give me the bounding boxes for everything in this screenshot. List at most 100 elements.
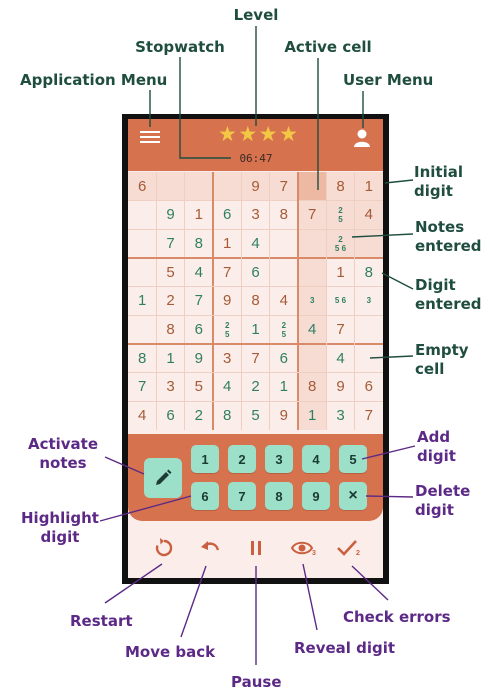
entered-digit-cell[interactable]: 6	[222, 206, 232, 224]
entered-digit-cell[interactable]: 2	[194, 407, 203, 425]
entered-digit-cell[interactable]: 1	[251, 321, 260, 339]
entered-digit-cell[interactable]: 7	[194, 292, 203, 310]
initial-digit-cell[interactable]: 9	[279, 407, 288, 425]
entered-digit-cell[interactable]: 2	[251, 378, 260, 396]
initial-digit-cell[interactable]: 3	[222, 349, 232, 367]
delete-key[interactable]: ×	[339, 482, 367, 510]
empty-cell[interactable]	[298, 258, 327, 287]
digit-key-4[interactable]: 4	[302, 445, 330, 473]
notes-cell[interactable]: 3	[298, 286, 327, 316]
empty-cell[interactable]	[355, 344, 383, 373]
entered-digit-cell[interactable]: 6	[279, 349, 288, 367]
entered-digit-cell[interactable]: 4	[251, 235, 260, 253]
empty-cell[interactable]	[128, 201, 156, 230]
empty-cell[interactable]	[128, 315, 156, 344]
digit-key-2[interactable]: 2	[228, 445, 256, 473]
notes-cell[interactable]: 2 5	[224, 320, 230, 339]
notes-cell[interactable]: 3	[366, 296, 372, 306]
initial-digit-cell[interactable]: 1	[222, 235, 232, 253]
notes-toggle-button[interactable]	[144, 458, 182, 498]
initial-digit-cell[interactable]: 5	[194, 378, 203, 396]
empty-cell[interactable]	[270, 229, 298, 258]
notes-cell[interactable]: 2 5	[281, 320, 287, 339]
initial-digit-cell[interactable]: 6	[364, 378, 373, 396]
initial-digit-cell[interactable]: 4	[279, 292, 288, 310]
digit-key-5[interactable]: 5	[339, 445, 367, 473]
empty-cell[interactable]	[355, 315, 383, 344]
entered-digit-cell[interactable]: 9	[166, 206, 175, 224]
reveal-digit-button[interactable]: 3	[289, 535, 316, 561]
initial-digit-cell[interactable]: 7	[269, 172, 298, 201]
user-icon[interactable]	[353, 128, 371, 148]
empty-cell[interactable]	[298, 229, 327, 258]
empty-cell[interactable]	[156, 172, 185, 201]
entered-digit-cell[interactable]: 1	[279, 378, 288, 396]
initial-digit-cell[interactable]: 1	[194, 206, 203, 224]
empty-cell[interactable]	[213, 172, 242, 201]
pause-icon	[251, 541, 261, 555]
entered-digit-cell[interactable]: 7	[137, 378, 147, 396]
initial-digit-cell[interactable]: 8	[279, 206, 288, 224]
initial-digit-cell[interactable]: 4	[137, 407, 147, 425]
entered-digit-cell[interactable]: 3	[336, 407, 345, 425]
entered-digit-cell[interactable]: 9	[194, 349, 203, 367]
initial-digit-cell[interactable]: 7	[364, 407, 373, 425]
initial-digit-cell[interactable]: 4	[354, 200, 383, 230]
entered-digit-cell[interactable]: 1	[298, 401, 327, 430]
entered-digit-cell[interactable]: 8	[222, 407, 232, 425]
entered-digit-cell[interactable]: 5	[251, 407, 260, 425]
empty-cell[interactable]	[184, 172, 213, 201]
initial-digit-cell[interactable]: 9	[241, 172, 270, 201]
initial-digit-cell[interactable]: 5	[166, 263, 175, 281]
notes-cell[interactable]: 2 5 6	[326, 229, 355, 258]
notes-cell[interactable]: 5 6	[334, 296, 347, 306]
hamburger-icon[interactable]	[140, 128, 160, 146]
move-back-button[interactable]	[197, 535, 223, 561]
entered-digit-cell[interactable]: 4	[222, 378, 232, 396]
initial-digit-cell[interactable]: 3	[166, 378, 175, 396]
initial-digit-cell[interactable]: 3	[251, 206, 260, 224]
initial-digit-cell[interactable]: 1	[336, 263, 345, 281]
initial-digit-cell[interactable]: 7	[336, 321, 345, 339]
entered-digit-cell[interactable]: 1	[137, 292, 147, 310]
empty-cell[interactable]	[270, 258, 298, 287]
empty-cell[interactable]	[298, 344, 327, 373]
entered-digit-cell[interactable]: 8	[194, 235, 203, 253]
empty-cell[interactable]	[298, 172, 327, 201]
empty-cell[interactable]	[354, 229, 383, 258]
digit-key-9[interactable]: 9	[302, 482, 330, 510]
entered-digit-cell[interactable]: 8	[364, 263, 373, 281]
restart-button[interactable]	[151, 535, 177, 561]
entered-digit-cell[interactable]: 1	[166, 349, 175, 367]
entered-digit-cell[interactable]: 6	[251, 263, 260, 281]
entered-digit-cell[interactable]: 4	[298, 315, 327, 344]
notes-cell[interactable]: 2 5	[326, 200, 355, 230]
digit-key-1[interactable]: 1	[191, 445, 219, 473]
pause-button[interactable]	[243, 535, 269, 561]
digit-key-8[interactable]: 8	[265, 482, 293, 510]
initial-digit-cell[interactable]: 1	[354, 172, 383, 201]
initial-digit-cell[interactable]: 2	[166, 292, 175, 310]
entered-digit-cell[interactable]: 6	[194, 321, 203, 339]
entered-digit-cell[interactable]: 7	[166, 235, 175, 253]
initial-digit-cell[interactable]: 8	[326, 172, 355, 201]
digit-key-6[interactable]: 6	[191, 482, 219, 510]
initial-digit-cell[interactable]: 9	[222, 292, 232, 310]
initial-digit-cell[interactable]: 8	[251, 292, 260, 310]
check-errors-button[interactable]: 2	[334, 535, 360, 561]
entered-digit-cell[interactable]: 6	[166, 407, 175, 425]
entered-digit-cell[interactable]: 4	[194, 263, 203, 281]
initial-digit-cell[interactable]: 7	[251, 349, 260, 367]
empty-cell[interactable]	[128, 229, 156, 258]
initial-digit-cell[interactable]: 8	[298, 372, 327, 402]
digit-key-7[interactable]: 7	[228, 482, 256, 510]
initial-digit-cell[interactable]: 6	[128, 172, 157, 201]
initial-digit-cell[interactable]: 7	[222, 263, 232, 281]
empty-cell[interactable]	[128, 258, 156, 287]
entered-digit-cell[interactable]: 8	[137, 349, 147, 367]
entered-digit-cell[interactable]: 4	[336, 349, 345, 367]
digit-key-3[interactable]: 3	[265, 445, 293, 473]
initial-digit-cell[interactable]: 7	[298, 200, 327, 230]
initial-digit-cell[interactable]: 9	[336, 378, 345, 396]
initial-digit-cell[interactable]: 8	[166, 321, 175, 339]
